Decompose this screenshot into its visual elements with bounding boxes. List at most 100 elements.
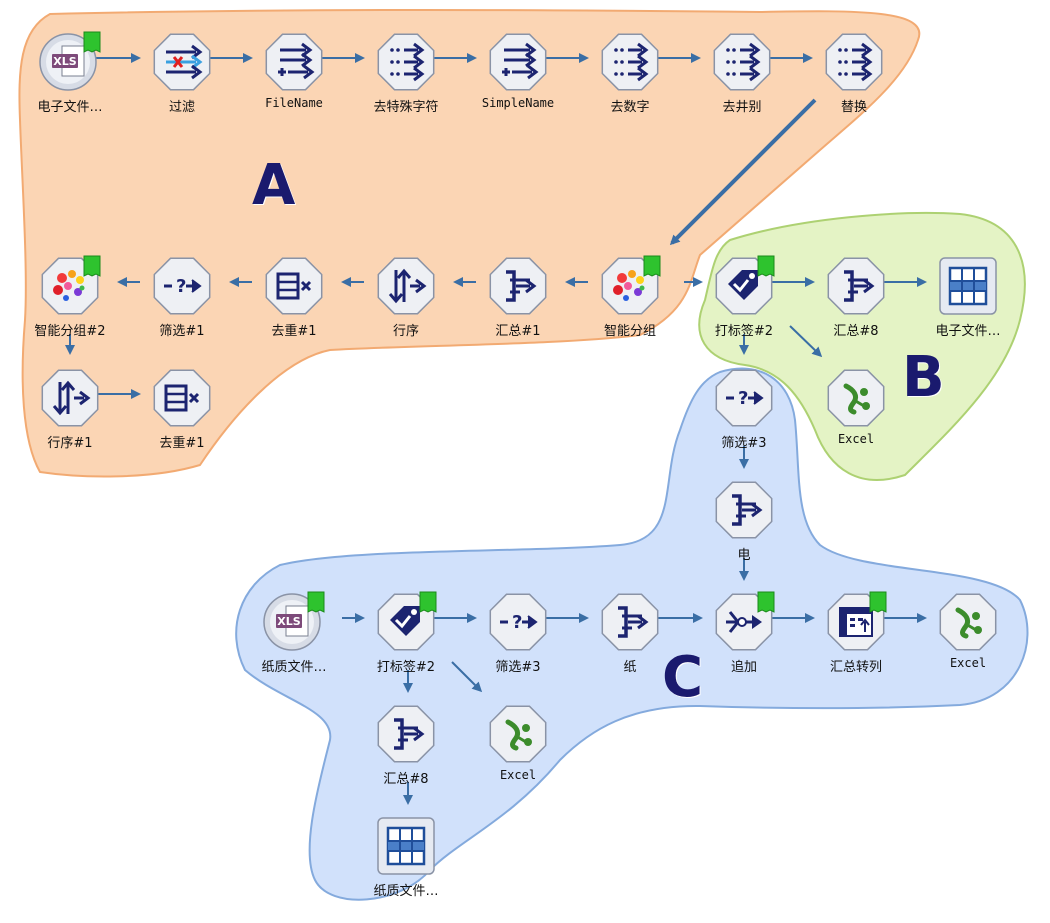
node-tag-2-b[interactable]: 打标签#2 (712, 254, 776, 339)
filler-icon (713, 33, 771, 91)
node-aggregate-1[interactable]: 汇总#1 (486, 254, 550, 339)
sort-icon (41, 369, 99, 427)
distinct-icon (265, 257, 323, 315)
connector-arrow (451, 661, 483, 693)
select-icon: ? (715, 369, 773, 427)
aggregate-icon (715, 481, 773, 539)
svg-text:XLS: XLS (277, 615, 300, 628)
svg-text:?: ? (176, 276, 186, 297)
node-label: 去重#1 (271, 324, 317, 339)
filler-icon (377, 33, 435, 91)
region-a-blob (18, 9, 921, 478)
transpose-icon (827, 591, 887, 651)
node-distinct-1b[interactable]: 去重#1 (150, 366, 214, 451)
node-aggregate-8-b[interactable]: 汇总#8 (824, 254, 888, 339)
node-excel-c2[interactable]: Excel (486, 702, 550, 782)
node-select-3-top[interactable]: ? 筛选#3 (712, 366, 776, 451)
node-label: 去数字 (610, 100, 650, 115)
node-smart-group[interactable]: 智能分组 (598, 254, 662, 339)
region-a-label: A (252, 153, 296, 218)
node-label: 去特殊字符 (373, 100, 439, 115)
node-smart-group-2[interactable]: 智能分组#2 (34, 254, 106, 339)
node-label: 电子文件… (935, 324, 1001, 339)
node-sort-1[interactable]: 行序#1 (38, 366, 102, 451)
excel-icon (489, 705, 547, 763)
distinct-icon (153, 369, 211, 427)
tag-icon (377, 591, 437, 651)
aggregate-icon (489, 257, 547, 315)
xls-source-icon: XLS (263, 591, 325, 651)
node-select-3-c[interactable]: ? 筛选#3 (486, 590, 550, 675)
node-excel-b[interactable]: Excel (824, 366, 888, 446)
connector-arrow (789, 325, 823, 358)
svg-text:?: ? (738, 388, 748, 409)
region-b-label: B (902, 345, 945, 410)
aggregate-icon (827, 257, 885, 315)
append-icon (715, 591, 775, 651)
node-strip-special[interactable]: 去特殊字符 (373, 30, 439, 115)
node-label: 打标签#2 (376, 660, 436, 675)
node-label: 汇总#8 (833, 324, 879, 339)
node-excel-c[interactable]: Excel (936, 590, 1000, 670)
node-label: 汇总转列 (829, 660, 883, 675)
node-label: Excel (949, 656, 987, 670)
region-c-label: C (662, 645, 704, 710)
node-label: Excel (837, 432, 875, 446)
select-icon: ? (489, 593, 547, 651)
node-label: 智能分组 (603, 324, 657, 339)
node-label: 电子文件… (37, 100, 103, 115)
node-append[interactable]: 追加 (712, 590, 776, 675)
node-file-output-c[interactable]: 纸质文件… (373, 814, 439, 899)
aggregate-icon (377, 705, 435, 763)
node-distinct-1[interactable]: 去重#1 (262, 254, 326, 339)
node-label: 打标签#2 (714, 324, 774, 339)
node-label: 汇总#8 (383, 772, 429, 787)
node-tag-2-c[interactable]: 打标签#2 (374, 590, 438, 675)
table-output-icon (939, 257, 997, 315)
node-electronic[interactable]: 电 (712, 478, 776, 563)
sort-icon (377, 257, 435, 315)
excel-icon (827, 369, 885, 427)
cluster-icon (41, 255, 101, 315)
node-label: 汇总#1 (495, 324, 541, 339)
node-transpose[interactable]: 汇总转列 (824, 590, 888, 675)
tag-icon (715, 255, 775, 315)
node-a-source[interactable]: XLS 电子文件… (37, 30, 103, 115)
derive-icon (489, 33, 547, 91)
node-replace[interactable]: 替换 (822, 30, 886, 115)
node-label: SimpleName (481, 96, 555, 110)
node-label: FileName (265, 96, 323, 110)
node-label: 追加 (730, 660, 758, 675)
node-select-1[interactable]: ? 筛选#1 (150, 254, 214, 339)
node-label: 行序#1 (47, 436, 93, 451)
node-paper-source[interactable]: XLS 纸质文件… (261, 590, 327, 675)
node-sort[interactable]: 行序 (374, 254, 438, 339)
node-label: 替换 (840, 100, 868, 115)
node-label: Excel (499, 768, 537, 782)
excel-icon (939, 593, 997, 651)
connector-arrow (669, 98, 817, 246)
svg-text:?: ? (512, 612, 522, 633)
filler-icon (825, 33, 883, 91)
node-label: 纸质文件… (373, 884, 439, 899)
node-simplename[interactable]: SimpleName (482, 30, 554, 110)
node-strip-hash[interactable]: 去井别 (710, 30, 774, 115)
xls-source-icon: XLS (39, 31, 101, 91)
cluster-icon (601, 255, 661, 315)
node-label: 智能分组#2 (34, 324, 106, 339)
aggregate-icon (601, 593, 659, 651)
node-file-output-b[interactable]: 电子文件… (935, 254, 1001, 339)
node-label: 筛选#3 (721, 436, 767, 451)
node-label: 筛选#1 (159, 324, 205, 339)
node-filter[interactable]: 过滤 (150, 30, 214, 115)
node-label: 去重#1 (159, 436, 205, 451)
node-strip-digits[interactable]: 去数字 (598, 30, 662, 115)
node-filename[interactable]: FileName (262, 30, 326, 110)
node-paper[interactable]: 纸 (598, 590, 662, 675)
node-label: 纸 (623, 660, 637, 675)
svg-text:XLS: XLS (53, 55, 76, 68)
derive-icon (265, 33, 323, 91)
node-aggregate-8-c[interactable]: 汇总#8 (374, 702, 438, 787)
filter-icon (153, 33, 211, 91)
